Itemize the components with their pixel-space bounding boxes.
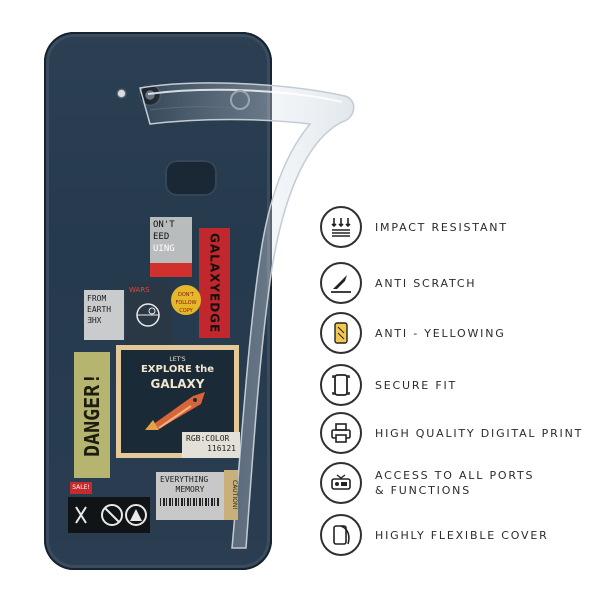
barcode <box>160 498 220 506</box>
sticker-danger: DANGER! <box>74 352 110 478</box>
sticker-everything-line-1: EVERYTHING <box>160 475 209 484</box>
sticker-earth-line-3: ƎHX <box>87 316 102 325</box>
feature-label: IMPACT RESISTANT <box>375 220 508 234</box>
sticker-sale: SALE! <box>70 482 92 494</box>
sticker-dont-follow-copy: DON'T FOLLOW COPY <box>171 285 201 315</box>
sticker-explore-line-2: EXPLORE the <box>140 364 215 375</box>
sticker-earth-line-2: EARTH <box>87 305 112 314</box>
sticker-copy-line-1: DON'T <box>178 292 194 298</box>
sticker-dont-line-1: ON'T <box>153 220 175 230</box>
feature-access-ports: ACCESS TO ALL PORTS & FUNCTIONS <box>320 462 590 506</box>
rocket-icon <box>145 392 205 430</box>
sticker-copy-line-2: FOLLOW <box>175 300 197 306</box>
sticker-icon-strip <box>68 497 150 533</box>
feature-label: SECURE FIT <box>375 378 458 392</box>
scratch-blade-icon <box>320 262 362 304</box>
printer-icon <box>320 412 362 454</box>
sticker-explore-line-3: GALAXY <box>150 377 205 391</box>
clear-case-flap <box>139 82 355 549</box>
sticker-dont-line-3: UING <box>153 244 175 254</box>
sticker-dont-need: ON'T EED UING <box>150 217 192 277</box>
feature-label: HIGHLY FLEXIBLE COVER <box>375 528 549 542</box>
feature-label: ANTI - YELLOWING <box>375 326 506 340</box>
feature-anti-yellowing: ANTI - YELLOWING <box>320 312 590 356</box>
sticker-rgb-color: RGB:COLOR 116121 <box>182 432 240 458</box>
impact-arrows-icon <box>320 206 362 248</box>
flexible-cover-icon <box>320 514 362 556</box>
feature-secure-fit: SECURE FIT <box>320 364 590 408</box>
feature-digital-print: HIGH QUALITY DIGITAL PRINT <box>320 412 590 456</box>
sticker-from-earth: FROM EARTH ƎHX <box>84 290 124 340</box>
sticker-everything-line-2: MEMORY <box>175 485 205 494</box>
sticker-caution: CAUTION! <box>224 470 238 520</box>
feature-label: HIGH QUALITY DIGITAL PRINT <box>375 426 584 440</box>
sticker-galaxy-edge: GALAXYEDGE <box>199 228 230 338</box>
feature-label: ANTI SCRATCH <box>375 276 477 290</box>
sticker-wars-text: WARS <box>129 286 150 294</box>
sticker-explore-line-1: LET'S <box>169 356 186 363</box>
sticker-copy-line-3: COPY <box>179 308 193 314</box>
symbols-icon <box>75 504 147 526</box>
yellow-phone-icon <box>320 312 362 354</box>
fingerprint-sensor <box>165 160 217 196</box>
feature-label: ACCESS TO ALL PORTS & FUNCTIONS <box>375 469 535 497</box>
feature-flexible-cover: HIGHLY FLEXIBLE COVER <box>320 514 590 558</box>
sticker-wars: WARS <box>126 282 172 346</box>
camera-flash <box>118 90 125 97</box>
sticker-earth-line-1: FROM <box>87 294 107 303</box>
sticker-dont-line-2: EED <box>153 232 170 242</box>
sticker-everything-memory: EVERYTHING MEMORY <box>156 472 224 520</box>
ports-icon <box>320 462 362 504</box>
sticker-rgb-line-1: RGB:COLOR <box>186 434 230 443</box>
feature-anti-scratch: ANTI SCRATCH <box>320 262 590 306</box>
feature-impact-resistant: IMPACT RESISTANT <box>320 206 590 250</box>
space-station-icon <box>136 303 160 327</box>
sticker-rgb-line-2: 116121 <box>207 444 236 453</box>
phone-frame-icon <box>320 364 362 406</box>
